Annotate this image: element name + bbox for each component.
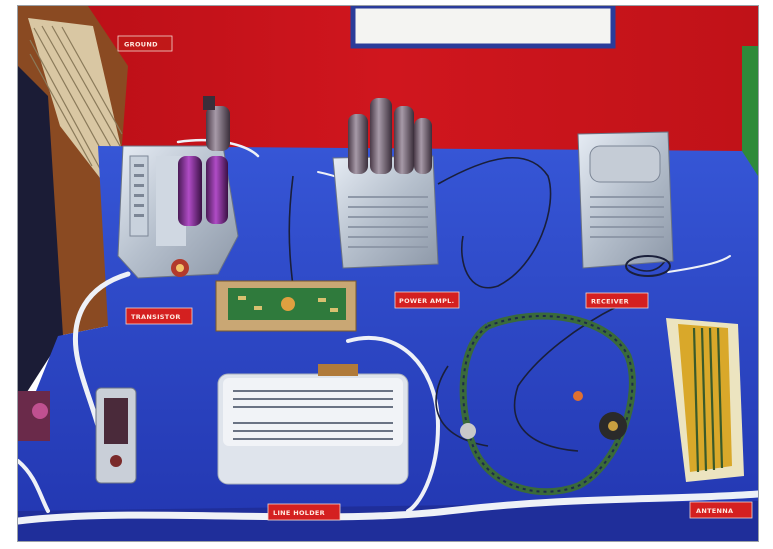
white-sign bbox=[350, 6, 616, 49]
label-ground: GROUND bbox=[124, 41, 158, 49]
left-edge-component bbox=[18, 391, 50, 441]
label-receiver: RECEIVER bbox=[591, 298, 629, 306]
label-transistor: TRANSISTOR bbox=[131, 313, 181, 321]
left-dark-panel bbox=[18, 66, 63, 406]
label-power-amp-tag: POWER AMPL. bbox=[394, 291, 460, 309]
looped-circuit bbox=[459, 312, 636, 496]
table-front-edge bbox=[18, 501, 758, 541]
label-antenna: ANTENNA bbox=[696, 507, 733, 515]
label-antenna-tag: ANTENNA bbox=[689, 501, 753, 519]
receiver-chassis bbox=[577, 131, 674, 277]
label-receiver-tag: RECEIVER bbox=[585, 292, 649, 309]
transistor-chassis bbox=[117, 96, 239, 279]
photo-scene: GROUND TRANSISTOR POWER AMPL. RECEIVER L… bbox=[18, 6, 758, 541]
label-power-amp: POWER AMPL. bbox=[399, 297, 454, 305]
antenna-coil bbox=[666, 318, 744, 482]
green-circuit-board bbox=[215, 280, 357, 332]
green-edge bbox=[742, 46, 758, 176]
small-relay bbox=[95, 387, 137, 484]
label-line-holder-tag: LINE HOLDER bbox=[267, 503, 341, 521]
breadboard bbox=[217, 364, 409, 485]
label-line-holder: LINE HOLDER bbox=[273, 509, 325, 517]
photo-frame: GROUND TRANSISTOR POWER AMPL. RECEIVER L… bbox=[17, 5, 759, 542]
label-ground-tag: GROUND bbox=[117, 35, 173, 52]
label-transistor-tag: TRANSISTOR bbox=[125, 307, 193, 325]
power-amp-chassis bbox=[332, 98, 439, 269]
